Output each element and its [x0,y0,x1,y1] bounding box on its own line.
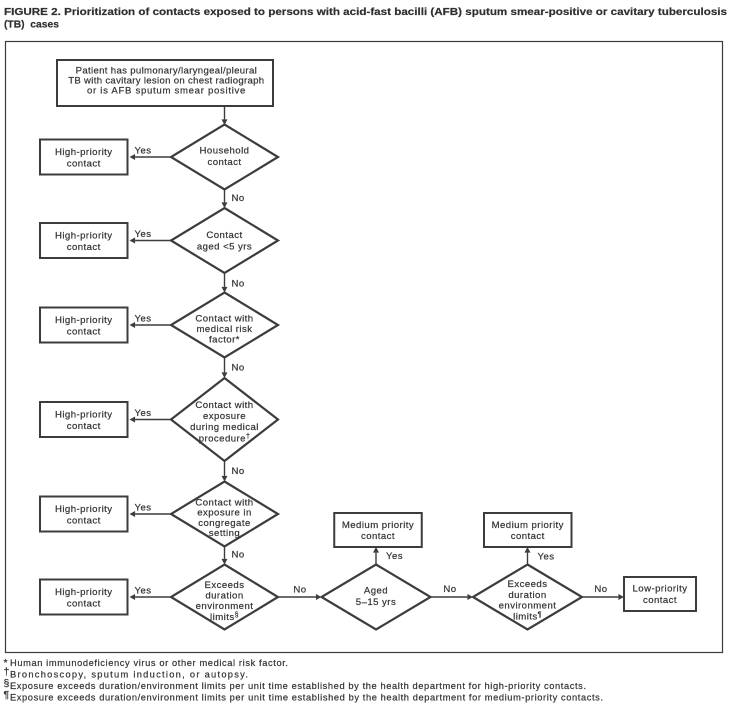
svg-text:during medical: during medical [190,422,259,433]
svg-text:No: No [232,363,245,374]
svg-text:*: * [4,657,8,669]
svg-text:High-priority: High-priority [55,504,113,515]
svg-text:Medium priority: Medium priority [342,520,414,531]
svg-text:No: No [443,584,456,595]
svg-text:No: No [232,466,245,477]
svg-text:5–15 yrs: 5–15 yrs [356,597,396,608]
svg-text:setting: setting [209,528,240,539]
svg-text:exposure in: exposure in [197,508,252,519]
svg-text:medical risk: medical risk [196,324,252,335]
svg-text:contact: contact [643,595,677,606]
svg-text:Yes: Yes [135,229,152,240]
svg-text:No: No [232,278,245,289]
svg-text:Medium priority: Medium priority [492,520,564,531]
svg-text:contact: contact [511,531,545,542]
svg-text:Yes: Yes [135,586,152,597]
svg-text:contact: contact [67,327,101,338]
svg-text:Contact with: Contact with [195,400,253,411]
svg-text:Yes: Yes [135,146,152,157]
svg-text:Contact with: Contact with [195,498,253,509]
svg-text:Exceeds: Exceeds [508,579,548,590]
svg-text:Yes: Yes [135,503,152,514]
svg-text:contact: contact [67,421,101,432]
svg-text:Low-priority: Low-priority [633,584,688,595]
svg-text:Contact with: Contact with [195,313,253,324]
svg-text:Yes: Yes [135,408,152,419]
svg-text:or is AFB sputum smear positiv: or is AFB sputum smear positive [87,86,246,97]
svg-text:High-priority: High-priority [55,587,113,598]
svg-text:duration: duration [205,591,243,602]
svg-text:factor*: factor* [209,334,240,345]
svg-text:Exposure exceeds duration/envi: Exposure exceeds duration/environment li… [10,693,603,703]
svg-text:contact: contact [361,531,395,542]
svg-text:contact: contact [207,157,241,168]
svg-text:Bronchoscopy, sputum induction: Bronchoscopy, sputum induction, or autop… [10,670,248,680]
svg-text:High-priority: High-priority [55,409,113,420]
svg-text:duration: duration [508,590,546,601]
svg-text:aged <5 yrs: aged <5 yrs [197,242,252,253]
svg-text:exposure: exposure [203,411,246,422]
svg-text:environment: environment [499,601,557,612]
svg-text:contact: contact [67,242,101,253]
svg-text:limits¶: limits¶ [513,611,542,622]
svg-text:High-priority: High-priority [55,147,113,158]
svg-text:contact: contact [67,159,101,170]
svg-text:Aged: Aged [364,586,388,597]
svg-text:contact: contact [67,516,101,527]
svg-text:No: No [594,584,607,595]
svg-text:FIGURE 2. Prioritization of co: FIGURE 2. Prioritization of contacts exp… [4,7,727,18]
svg-text:Exposure exceeds duration/envi: Exposure exceeds duration/environment li… [10,681,586,691]
svg-text:High-priority: High-priority [55,315,113,326]
svg-text:contact: contact [67,599,101,610]
svg-text:Exceeds: Exceeds [205,580,245,591]
svg-text:Contact: Contact [206,230,242,241]
svg-text:Patient has pulmonary/laryngea: Patient has pulmonary/laryngeal/pleural [76,66,258,77]
svg-text:Human immunodeficiency virus o: Human immunodeficiency virus or other me… [10,658,288,668]
svg-text:Yes: Yes [538,552,555,563]
svg-text:limits§: limits§ [210,612,239,623]
svg-text:procedure†: procedure† [199,433,251,444]
svg-text:High-priority: High-priority [55,231,113,242]
svg-text:No: No [293,585,306,596]
svg-text:¶: ¶ [4,689,10,701]
svg-text:†: † [4,666,10,678]
svg-text:§: § [4,678,10,690]
svg-text:TB with cavitary lesion on che: TB with cavitary lesion on chest radiogr… [68,76,264,87]
svg-text:congregate: congregate [198,518,251,529]
svg-text:environment: environment [196,601,254,612]
svg-text:Household: Household [200,146,250,157]
svg-text:No: No [232,550,245,561]
svg-text:Yes: Yes [386,551,403,562]
svg-text:No: No [232,193,245,204]
svg-text:(TB) cases: (TB) cases [4,20,59,31]
svg-text:Yes: Yes [135,314,152,325]
